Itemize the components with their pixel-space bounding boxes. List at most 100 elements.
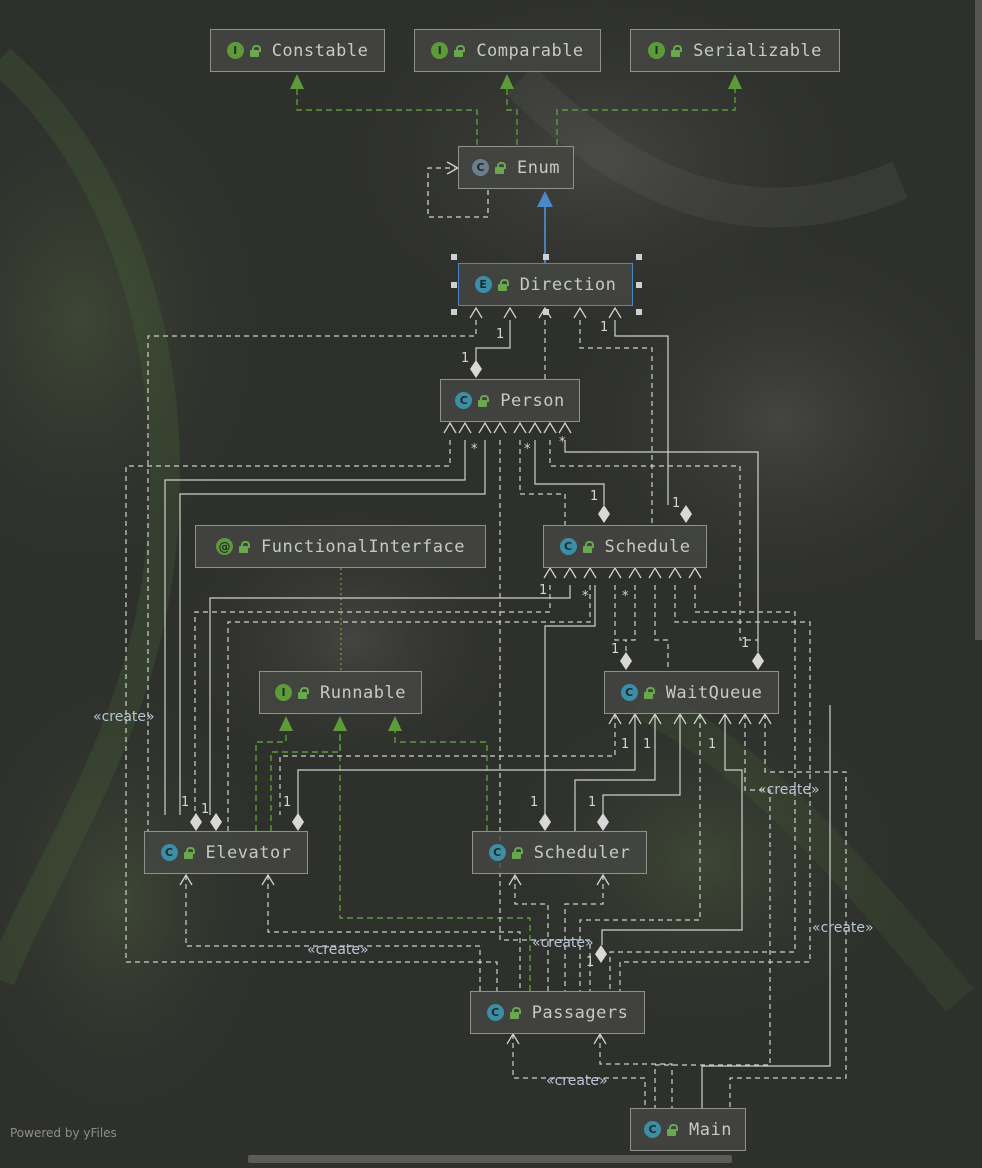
lock-icon — [494, 161, 507, 174]
selection-handle[interactable] — [636, 282, 642, 288]
node-label: WaitQueue — [665, 682, 763, 703]
multiplicity: 1 — [530, 795, 539, 810]
edge-label-create: «create» — [93, 709, 155, 725]
implements-edges — [255, 80, 736, 991]
node-label: Runnable — [320, 682, 406, 703]
class-node-enum[interactable]: C Enum — [458, 146, 574, 189]
interface-icon: I — [648, 42, 666, 59]
arrowhead-constable — [290, 74, 304, 89]
arrowhead-serializable — [728, 74, 742, 89]
multiplicity: 1 — [201, 802, 210, 817]
class-node-direction[interactable]: E Direction — [458, 263, 633, 306]
lock-icon — [249, 44, 261, 57]
selection-handle[interactable] — [636, 309, 642, 315]
annotation-icon: @ — [216, 538, 234, 555]
arrowhead-runnable-c — [388, 716, 402, 731]
node-label: Passagers — [531, 1002, 629, 1023]
class-node-elevator[interactable]: C Elevator — [144, 831, 308, 874]
class-node-waitqueue[interactable]: C WaitQueue — [604, 671, 779, 714]
multiplicity: 1 — [461, 351, 470, 366]
lock-icon — [582, 540, 594, 553]
lock-icon — [509, 1006, 521, 1019]
selection-handle[interactable] — [451, 282, 457, 288]
vertical-scrollbar[interactable] — [975, 0, 982, 640]
selection-handle[interactable] — [451, 254, 457, 260]
multiplicity: 1 — [539, 583, 548, 598]
horizontal-scrollbar[interactable] — [248, 1155, 732, 1163]
multiplicity: 1 — [741, 636, 750, 651]
class-node-schedule[interactable]: C Schedule — [543, 525, 707, 568]
arrowhead-runnable-a — [279, 716, 293, 731]
lock-icon — [497, 278, 509, 291]
selection-handle[interactable] — [543, 254, 549, 260]
class-icon: C — [455, 392, 473, 409]
lock-icon — [477, 394, 490, 407]
edge-elevator-runnable-b — [270, 725, 341, 831]
multiplicity: * — [559, 435, 566, 450]
multiplicity: 1 — [600, 320, 609, 335]
node-label: Enum — [517, 157, 560, 178]
lock-icon — [297, 686, 310, 699]
class-node-main[interactable]: C Main — [630, 1108, 746, 1151]
edge-label-create: «create» — [758, 782, 820, 798]
node-label: Comparable — [476, 40, 584, 61]
multiplicity: 1 — [708, 737, 717, 752]
node-label: Scheduler — [533, 842, 631, 863]
selection-handle[interactable] — [636, 254, 642, 260]
node-label: Constable — [271, 40, 369, 61]
main-class-icon: C — [644, 1121, 662, 1138]
multiplicity: * — [622, 589, 629, 604]
multiplicity: 1 — [588, 795, 597, 810]
edge-enum-constable — [296, 80, 478, 145]
class-node-person[interactable]: C Person — [440, 379, 580, 422]
class-node-scheduler[interactable]: C Scheduler — [472, 831, 647, 874]
multiplicity: 1 — [590, 489, 599, 504]
edge-label-create: «create» — [307, 942, 369, 958]
open-arrowheads — [179, 306, 772, 1045]
dependency-edges — [125, 320, 847, 1108]
class-icon: C — [488, 844, 506, 861]
multiplicity: 1 — [643, 737, 652, 752]
class-node-passagers[interactable]: C Passagers — [470, 991, 645, 1034]
lock-icon — [511, 846, 523, 859]
composition-diamonds — [190, 360, 764, 963]
class-node-functionalinterface[interactable]: @ FunctionalInterface — [195, 525, 486, 568]
class-icon: C — [559, 538, 577, 555]
edge-enum-comparable — [506, 80, 518, 145]
extends-edge — [537, 191, 553, 263]
interface-icon: I — [431, 42, 449, 59]
node-label: FunctionalInterface — [261, 536, 465, 557]
interface-icon: I — [226, 42, 244, 59]
multiplicity: 1 — [496, 327, 505, 342]
lock-icon — [643, 686, 655, 699]
class-icon: C — [486, 1004, 504, 1021]
edge-label-create: «create» — [532, 935, 594, 951]
multiplicity: 1 — [672, 496, 681, 511]
multiplicity: * — [582, 589, 589, 604]
multiplicity: * — [471, 442, 478, 457]
class-node-runnable[interactable]: I Runnable — [259, 671, 422, 714]
edge-enum-serializable — [556, 80, 736, 145]
node-label: Direction — [519, 274, 617, 295]
class-node-comparable[interactable]: I Comparable — [414, 29, 601, 72]
class-icon: C — [160, 844, 178, 861]
self-dependency-enum — [427, 167, 489, 218]
lock-icon — [238, 540, 251, 553]
arrowhead-comparable — [500, 74, 514, 89]
selection-handle[interactable] — [451, 309, 457, 315]
edge-label-create: «create» — [546, 1073, 608, 1089]
multiplicity: 1 — [181, 795, 190, 810]
arrowhead-runnable-b — [333, 716, 347, 731]
node-label: Person — [500, 390, 565, 411]
node-label: Elevator — [205, 842, 292, 863]
class-node-serializable[interactable]: I Serializable — [630, 29, 840, 72]
multiplicity: 1 — [283, 795, 292, 810]
node-label: Schedule — [604, 536, 691, 557]
interface-icon: I — [275, 684, 293, 701]
multiplicity: 1 — [621, 737, 630, 752]
selection-handle[interactable] — [543, 309, 549, 315]
class-node-constable[interactable]: I Constable — [210, 29, 385, 72]
